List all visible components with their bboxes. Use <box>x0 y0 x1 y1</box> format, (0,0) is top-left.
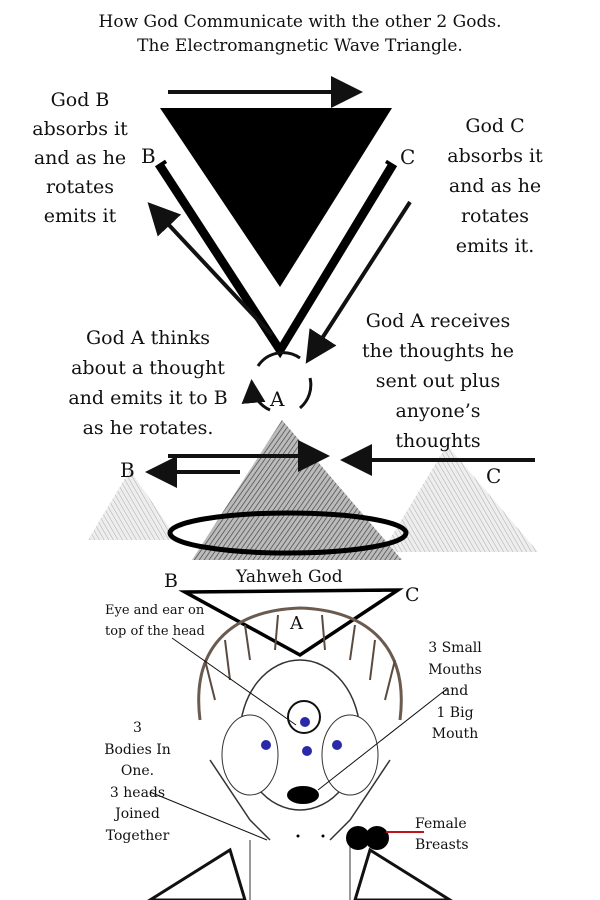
text-line: and emits it to B <box>68 387 228 409</box>
text-line: and as he <box>33 147 127 169</box>
text-line: anyone’s <box>395 400 481 422</box>
text-line: Female <box>415 816 467 832</box>
arrow-to-b <box>147 202 274 337</box>
text-line: Mouth <box>431 726 479 742</box>
god-a-emit-text: God A thinks about a thought and emits i… <box>58 323 238 443</box>
god-a-receive-text: God A receives the thoughts he sent out … <box>348 306 528 456</box>
text-line: Eye and ear on <box>105 603 205 618</box>
text-line: rotates <box>45 176 115 198</box>
text-line: rotates <box>460 205 530 227</box>
label-a-top: A <box>270 387 285 411</box>
pyramid-right <box>382 445 538 552</box>
yahweh-triangle <box>178 588 404 658</box>
text-line: God B <box>50 89 110 111</box>
text-line: God A receives <box>365 310 511 332</box>
v-outline <box>154 159 398 359</box>
rotation-circle <box>252 351 313 412</box>
text-line: the thoughts he <box>361 340 514 362</box>
pyramid-left <box>88 470 178 540</box>
text-line: Bodies In <box>104 741 171 758</box>
text-line: absorbs it <box>32 118 128 140</box>
top-eye <box>300 717 310 727</box>
rotation-ellipse <box>167 510 409 556</box>
label-b-top: B <box>141 144 156 168</box>
three-headed-figure <box>147 606 453 900</box>
arrow-from-c <box>305 200 412 364</box>
eye-ear-annotation: Eye and ear on top of the head <box>105 600 230 642</box>
label-b-bottom: B <box>164 570 178 592</box>
text-line: as he rotates. <box>82 417 214 439</box>
pyramid-great <box>192 420 402 560</box>
text-line: 3 Small <box>428 640 482 656</box>
god-b-text: God B absorbs it and as he rotates emits… <box>10 86 150 231</box>
text-line: emits it <box>43 205 117 227</box>
text-line: Mouths <box>428 661 482 678</box>
text-line: and as he <box>448 175 542 197</box>
text-line: emits it. <box>455 235 535 257</box>
text-line: absorbs it <box>447 145 543 167</box>
text-line: sent out plus <box>375 370 501 392</box>
label-c-bottom: C <box>405 584 420 606</box>
text-line: about a thought <box>71 357 225 379</box>
text-line: God C <box>465 115 525 137</box>
text-line: 3 <box>133 720 142 736</box>
big-mouth <box>287 786 319 804</box>
title-line-2: The Electromangnetic Wave Triangle. <box>137 36 463 56</box>
text-line: and <box>441 683 469 699</box>
text-line: One. <box>120 763 155 779</box>
title: How God Communicate with the other 2 God… <box>0 10 600 58</box>
text-line: God A thinks <box>85 327 211 349</box>
text-line: top of the head <box>105 624 205 639</box>
label-c-mid: C <box>486 464 502 488</box>
text-line: Joined <box>115 806 160 822</box>
text-line: Together <box>105 827 170 844</box>
text-line: Breasts <box>415 837 469 853</box>
text-line: thoughts <box>395 430 481 452</box>
label-b-mid: B <box>120 458 135 482</box>
breasts-annotation: Female Breasts <box>415 814 480 856</box>
bodies-annotation: 3 Bodies In One. 3 heads Joined Together <box>95 718 180 847</box>
text-line: 1 Big <box>436 704 474 721</box>
god-c-text: God C absorbs it and as he rotates emits… <box>425 111 565 261</box>
label-a-bottom: A <box>290 613 303 634</box>
mouths-annotation: 3 Small Mouths and 1 Big Mouth <box>420 638 490 746</box>
black-triangle <box>160 108 392 287</box>
yahweh-title: Yahweh God <box>236 567 343 587</box>
title-line-1: How God Communicate with the other 2 God… <box>98 12 502 32</box>
label-c-top: C <box>400 145 416 169</box>
text-line: 3 heads <box>109 784 166 801</box>
